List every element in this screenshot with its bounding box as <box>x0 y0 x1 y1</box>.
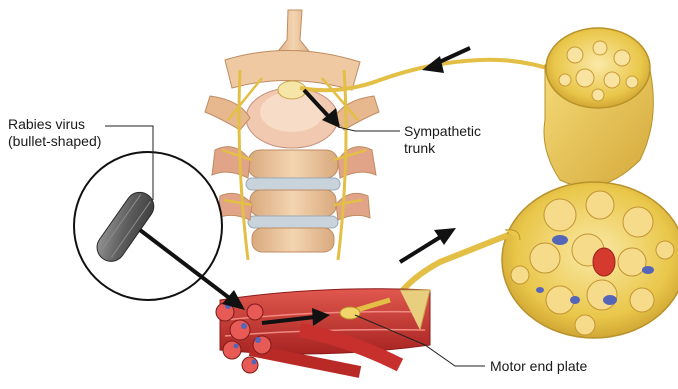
rabies-virus-label: Rabies virus (bullet-shaped) <box>8 116 101 150</box>
spinal-column <box>205 10 379 260</box>
sympathetic-trunk-label-line1: Sympathetic <box>404 123 481 140</box>
rabies-virus-label-line1: Rabies virus <box>8 116 101 133</box>
motor-end-plate-label: Motor end plate <box>490 358 587 375</box>
skeletal-muscle <box>216 289 430 373</box>
peripheral-nerve-bundle <box>502 28 678 338</box>
rabies-virus-label-line2: (bullet-shaped) <box>8 133 101 150</box>
sympathetic-trunk-label: Sympathetic trunk <box>404 123 481 157</box>
motor-end-plate-label-text: Motor end plate <box>490 358 587 375</box>
sympathetic-trunk-label-line2: trunk <box>404 140 481 157</box>
